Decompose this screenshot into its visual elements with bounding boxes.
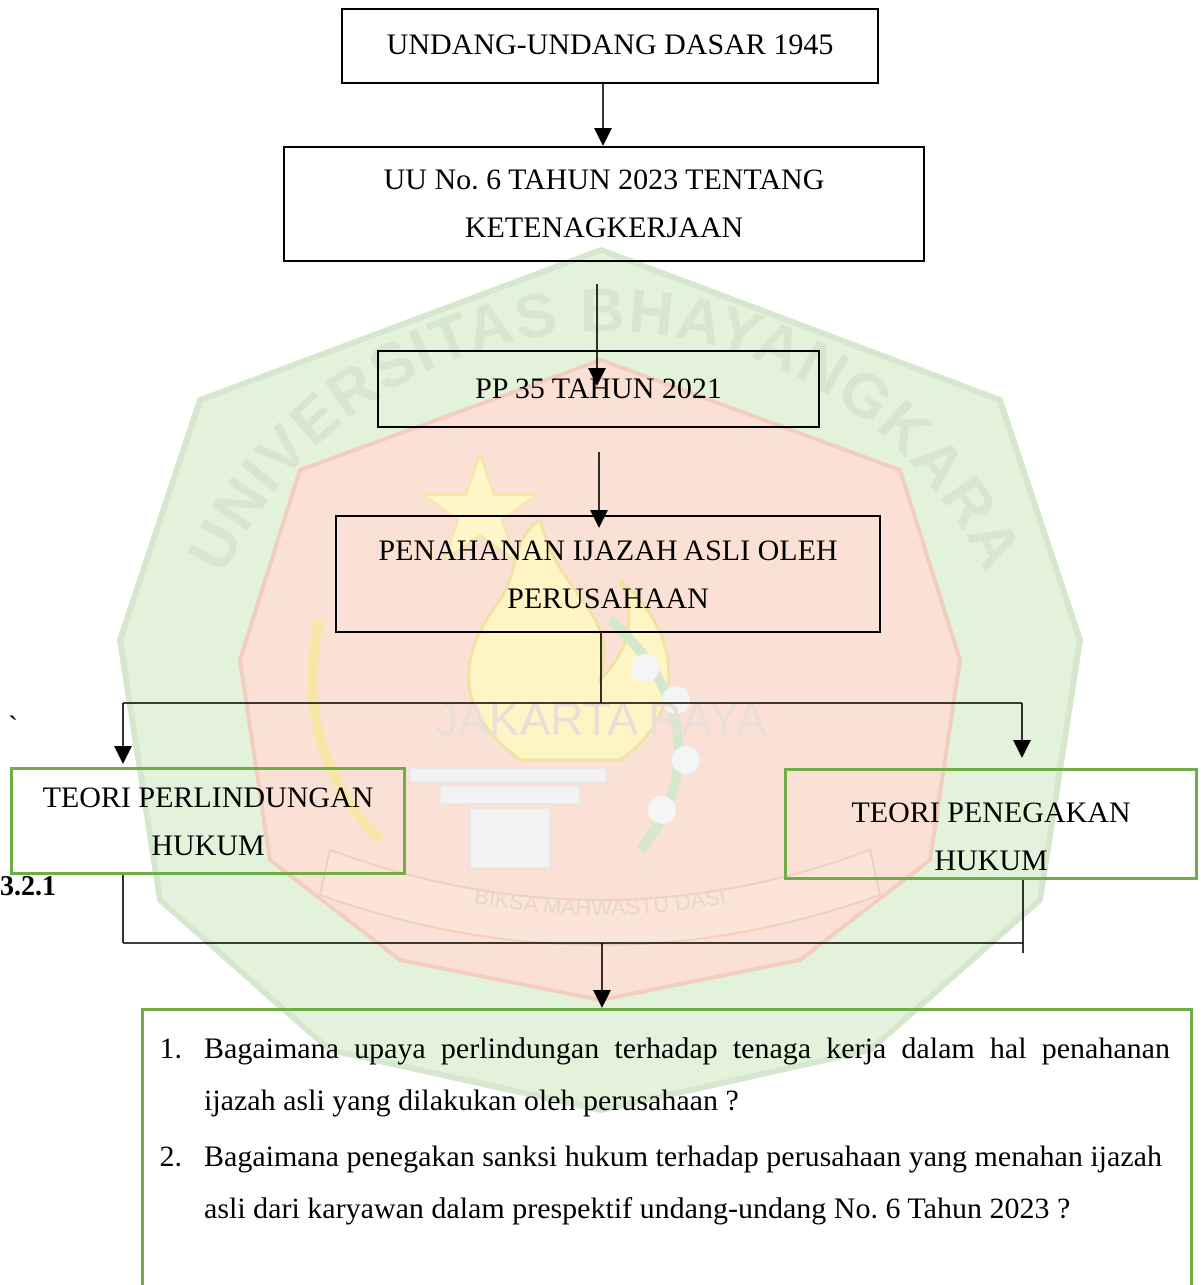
box-penahanan-ijazah-line2: PERUSAHAAN (507, 582, 709, 615)
arrowhead (1013, 740, 1031, 758)
stray-backtick-mark: ` (8, 710, 18, 743)
box-teori-perlindungan-hukum: TEORI PERLINDUNGAN HUKUM (10, 767, 406, 875)
box-uud-1945-label: UNDANG-UNDANG DASAR 1945 (386, 28, 834, 61)
research-questions-box: 1. Bagaimana upaya perlindungan terhadap… (141, 1008, 1193, 1285)
question-item: 1. Bagaimana upaya perlindungan terhadap… (144, 1023, 1171, 1127)
section-number: 3.2.1 (0, 871, 56, 902)
box-pp-35-2021: PP 35 TAHUN 2021 (377, 350, 820, 428)
box-uud-1945: UNDANG-UNDANG DASAR 1945 (341, 8, 879, 84)
question-item: 2. Bagaimana penegakan sanksi hukum terh… (144, 1131, 1170, 1235)
box-teori-penegakan-line2: HUKUM (934, 844, 1048, 877)
watermark-city-text: JAKARTA RAYA (435, 693, 767, 745)
box-teori-penegakan-hukum: TEORI PENEGAKAN HUKUM (784, 768, 1198, 880)
box-teori-perlindungan-line1: TEORI PERLINDUNGAN (42, 781, 374, 814)
arrowhead (594, 128, 612, 146)
question-text: Bagaimana upaya perlindungan terhadap te… (204, 1032, 1170, 1117)
arrowhead (593, 990, 611, 1008)
box-uu-no6-2023-line2: KETENAGKERJAAN (464, 211, 744, 244)
box-uu-no6-2023: UU No. 6 TAHUN 2023 TENTANG KETENAGKERJA… (283, 146, 925, 262)
arrowhead (114, 746, 132, 764)
question-text: Bagaimana penegakan sanksi hukum terhada… (204, 1140, 1162, 1225)
box-teori-penegakan-line1: TEORI PENEGAKAN (851, 796, 1131, 829)
watermark-ribbon-text: BIKSA MAHWASTU DASI (472, 883, 727, 920)
svg-text:BIKSA MAHWASTU DASI: BIKSA MAHWASTU DASI (472, 883, 727, 920)
box-penahanan-ijazah: PENAHANAN IJAZAH ASLI OLEH PERUSAHAAN (335, 515, 881, 633)
box-uu-no6-2023-line1: UU No. 6 TAHUN 2023 TENTANG (383, 163, 825, 196)
box-penahanan-ijazah-line1: PENAHANAN IJAZAH ASLI OLEH (378, 534, 838, 567)
box-teori-perlindungan-line2: HUKUM (151, 829, 265, 862)
box-pp-35-2021-label: PP 35 TAHUN 2021 (475, 372, 722, 405)
question-number: 1. (159, 1032, 183, 1065)
question-number: 2. (159, 1140, 183, 1173)
